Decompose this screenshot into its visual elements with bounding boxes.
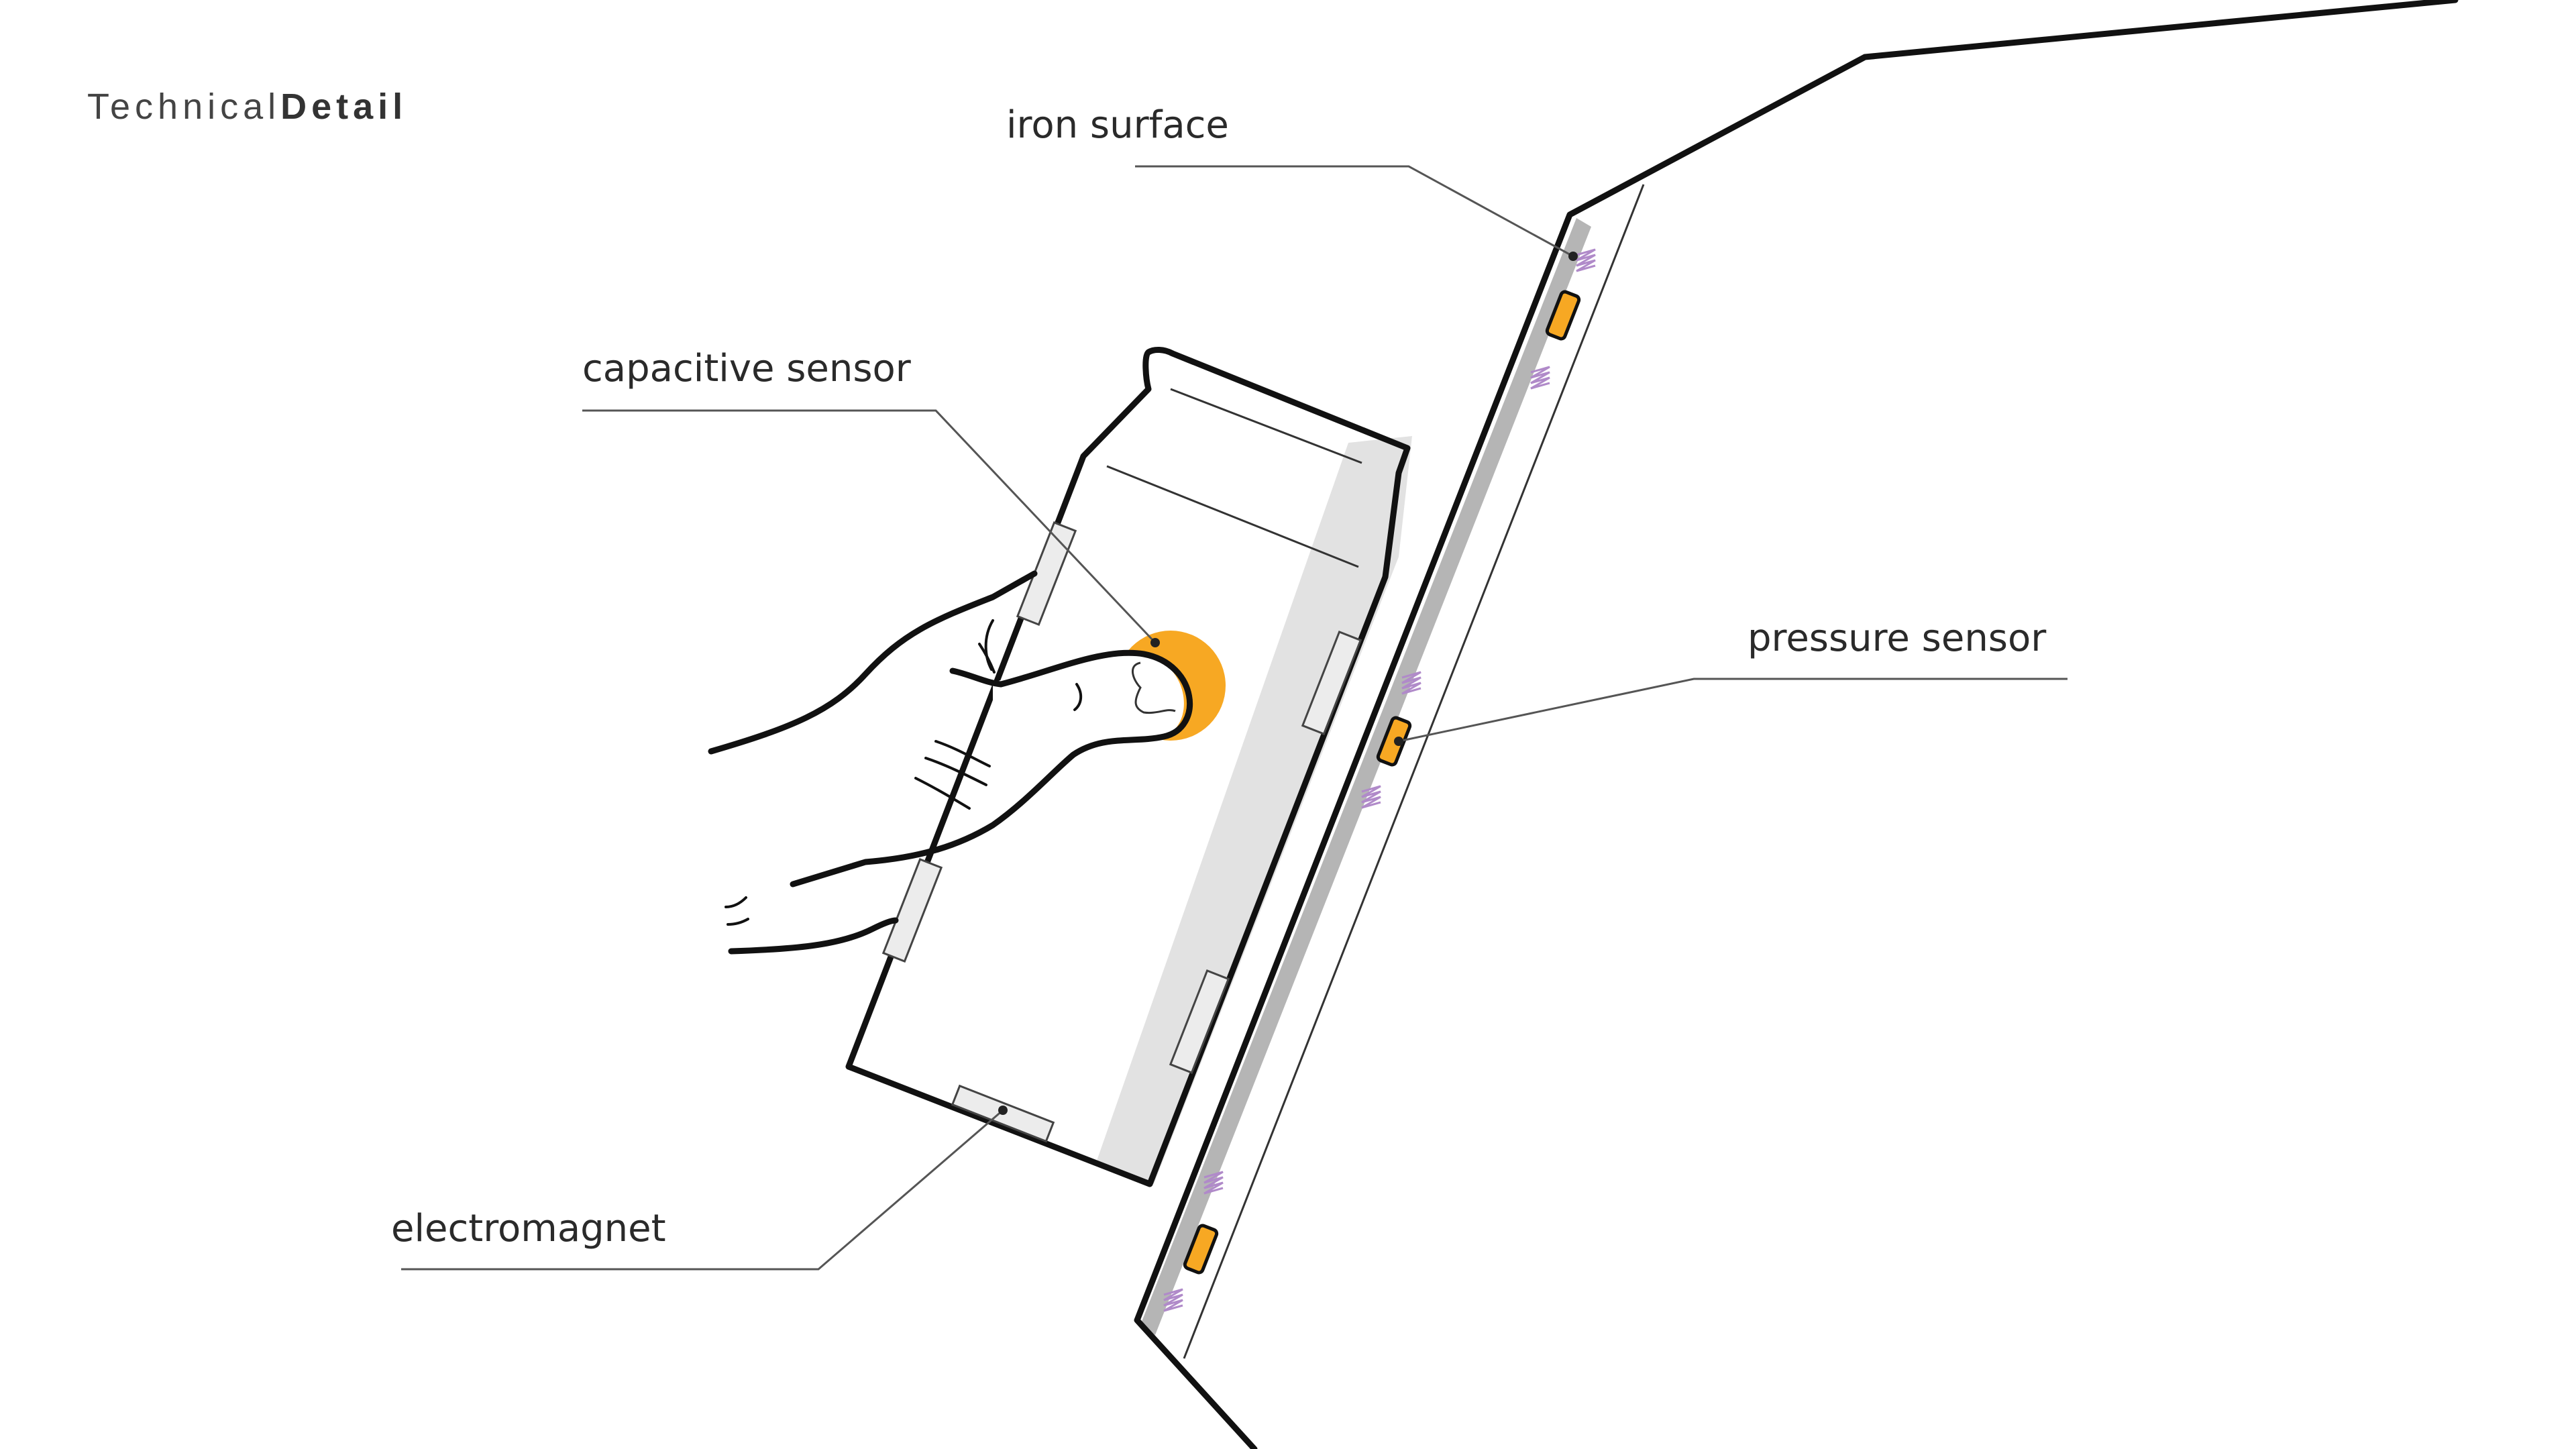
wall-assembly xyxy=(1134,0,2459,1449)
spring-3 xyxy=(1401,671,1421,695)
spring-group xyxy=(1163,248,1596,1312)
electromagnet-tabs xyxy=(881,521,1362,1143)
device-top-line-2 xyxy=(1106,465,1359,568)
device-top-line-1 xyxy=(1170,388,1362,464)
title-light: Technical xyxy=(87,87,281,127)
leader-iron-surface-dot xyxy=(1568,252,1578,261)
leader-capacitive-sensor xyxy=(582,409,1157,644)
leader-iron-surface xyxy=(1135,165,1574,258)
hand-creases xyxy=(724,619,1083,926)
label-capacitive-sensor: capacitive sensor xyxy=(582,347,912,390)
thumb-nail xyxy=(1132,661,1176,714)
pressure-sensor-pad-bottom xyxy=(1183,1224,1219,1275)
electromagnet-tab-left-top xyxy=(1016,521,1077,626)
device-shade xyxy=(1097,436,1412,1184)
electromagnet-tab-left-bottom xyxy=(881,858,943,963)
spring-6 xyxy=(1163,1288,1183,1312)
label-iron-surface: iron surface xyxy=(1006,103,1229,147)
finger-lower-contour xyxy=(728,917,899,955)
leader-pressure-sensor-dot xyxy=(1394,737,1403,746)
iron-surface-layer xyxy=(1140,218,1591,1335)
callout-labels: iron surface capacitive sensor pressure … xyxy=(391,103,2047,1250)
hand xyxy=(708,570,1193,955)
spring-2 xyxy=(1530,366,1550,390)
leader-electromagnet xyxy=(401,1109,1004,1271)
spring-4 xyxy=(1361,785,1381,809)
spring-1 xyxy=(1576,248,1596,272)
label-electromagnet: electromagnet xyxy=(391,1207,666,1250)
label-pressure-sensor: pressure sensor xyxy=(1748,616,2047,660)
electromagnet-tab-right-bottom xyxy=(1169,969,1230,1074)
leader-electromagnet-dot xyxy=(998,1106,1008,1115)
title-bold: Detail xyxy=(280,87,408,127)
electromagnet-tab-right-top xyxy=(1301,631,1362,735)
leader-capacitive-sensor-dot xyxy=(1150,638,1160,647)
handheld-device xyxy=(845,347,1412,1187)
wall-back-line xyxy=(1183,184,1645,1359)
pressure-sensor-pad-top xyxy=(1545,290,1581,341)
spring-5 xyxy=(1203,1171,1224,1195)
device-outline xyxy=(845,347,1411,1187)
wall-outline xyxy=(1134,0,2459,1449)
leader-pressure-sensor xyxy=(1398,678,2068,743)
hand-upper-contour xyxy=(708,570,1038,755)
thumb-contour xyxy=(790,649,1193,888)
callout-leaders xyxy=(401,165,2068,1271)
page-title: TechnicalDetail xyxy=(87,86,407,127)
